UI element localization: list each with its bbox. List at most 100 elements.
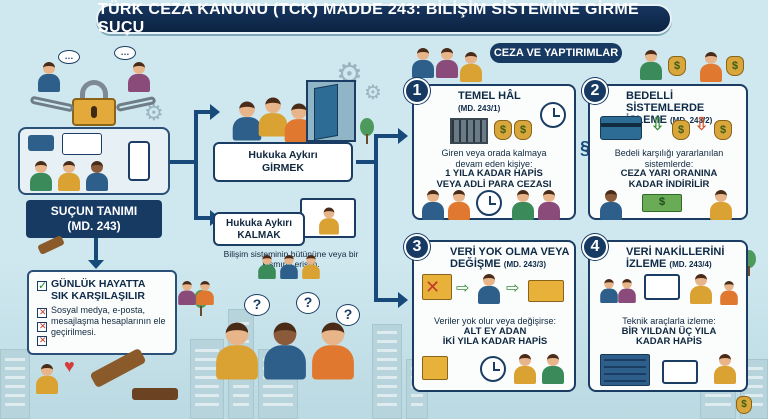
chain-icon xyxy=(29,95,75,113)
card-2-number: 2 xyxy=(582,78,608,104)
person-figure xyxy=(714,354,736,384)
card-3-number: 3 xyxy=(404,234,430,260)
money-bag-icon: $ xyxy=(726,56,744,76)
person-figure xyxy=(448,190,470,220)
arrow-head xyxy=(88,260,104,269)
card-1-text: Giren veya orada kalmaya devam eden kişi… xyxy=(436,148,552,190)
sanction-card-4: VERİ NAKİLLERİNİ İZLEME (MD. 243/4) Tekn… xyxy=(588,240,748,392)
question-bubble-icon: ? xyxy=(244,294,270,316)
stay-title: KALMAK xyxy=(237,230,281,241)
person-figure xyxy=(720,281,738,305)
checkbox-icon xyxy=(37,279,47,292)
person-figure xyxy=(436,48,458,78)
person-figure xyxy=(422,190,444,220)
person-figure xyxy=(38,62,60,92)
person-figure xyxy=(264,322,306,380)
cross-icon xyxy=(37,307,47,318)
phone-icon xyxy=(128,141,150,181)
cross-icon xyxy=(37,321,47,332)
laptop-icon xyxy=(62,133,102,155)
enter-subtitle: Hukuka Aykırı xyxy=(248,149,318,161)
arrow-right-icon: ⇨ xyxy=(456,280,470,297)
card-4-number: 4 xyxy=(582,234,608,260)
sanction-card-3: VERİ YOK OLMA VEYA DEĞİŞME (MD. 243/3) ✕… xyxy=(412,240,576,392)
padlock-icon xyxy=(72,80,116,126)
arrow-down-icon: ⇩ xyxy=(694,114,710,134)
building xyxy=(372,324,402,419)
enter-box: Hukuka Aykırı GİRMEK xyxy=(213,142,353,182)
stay-box: Hukuka Aykırı KALMAK xyxy=(213,212,305,246)
gavel-base xyxy=(132,388,178,400)
definition-title: SUÇUN TANIMI xyxy=(50,204,138,218)
speech-bubble-icon: … xyxy=(114,46,136,60)
money-bag-icon: $ xyxy=(714,120,732,140)
title-banner: TÜRK CEZA KANUNU (TCK) MADDE 243: BİLİŞİ… xyxy=(96,1,672,36)
money-bag-icon: $ xyxy=(672,120,690,140)
page-title: TÜRK CEZA KANUNU (TCK) MADDE 243: BİLİŞİ… xyxy=(98,1,639,36)
money-bag-icon: $ xyxy=(514,120,532,140)
person-figure xyxy=(280,255,298,279)
question-bubble-icon: ? xyxy=(336,304,360,326)
person-figure xyxy=(618,279,636,303)
person-figure xyxy=(512,190,534,220)
tree-icon xyxy=(358,118,376,144)
card-4-text: Teknik araçlarla izleme: BİR YILDAN ÜÇ Y… xyxy=(621,316,717,347)
stay-subtitle: Hukuka Aykırı xyxy=(226,218,292,229)
person-figure xyxy=(258,97,288,137)
question-bubble-icon: ? xyxy=(296,292,320,314)
connector-line xyxy=(374,134,378,302)
person-figure xyxy=(232,101,262,141)
building xyxy=(0,349,30,419)
arrow-down-icon: ⇩ xyxy=(650,114,666,134)
definition-label: SUÇUN TANIMI (MD. 243) xyxy=(26,200,162,238)
speech-bubble-icon: … xyxy=(58,50,80,64)
arrow-head xyxy=(398,292,408,308)
definition-illustration xyxy=(18,127,170,195)
person-figure xyxy=(319,207,339,235)
sanctions-label: CEZA VE YAPTIRIMLAR xyxy=(490,43,622,63)
person-figure xyxy=(128,62,150,92)
person-figure xyxy=(312,322,354,380)
definition-article: (MD. 243) xyxy=(67,219,121,233)
connector-line xyxy=(196,110,212,114)
person-figure xyxy=(196,281,214,305)
gear-icon: ⚙ xyxy=(364,82,382,104)
laptop-icon xyxy=(662,360,698,384)
money-bag-icon: $ xyxy=(668,56,686,76)
person-figure xyxy=(538,190,560,220)
heart-icon: ♥ xyxy=(64,356,75,376)
card-1-number: 1 xyxy=(404,78,430,104)
connector-line xyxy=(194,110,198,220)
door-icon xyxy=(306,80,356,142)
person-figure xyxy=(640,50,662,80)
social-icon xyxy=(28,135,54,151)
card-3-title: VERİ YOK OLMA VEYA DEĞİŞME (MD. 243/3) xyxy=(450,246,570,270)
card-3-text: Veriler yok olur veya değişirse: ALT EY … xyxy=(433,316,557,347)
folder-icon xyxy=(528,280,564,302)
arrow-head xyxy=(210,104,220,120)
person-figure xyxy=(178,281,196,305)
person-figure xyxy=(412,48,434,78)
person-figure xyxy=(302,255,320,279)
paragraph-icon: § xyxy=(580,138,591,158)
person-figure xyxy=(86,161,108,191)
folder-icon xyxy=(422,356,448,380)
card-1-title: TEMEL HÂL (MD. 243/1) xyxy=(458,90,521,113)
daily-life-title: GÜNLÜK HAYATTA SIK KARŞILAŞILIR xyxy=(51,278,146,302)
clock-icon xyxy=(476,190,502,216)
person-figure xyxy=(460,52,482,82)
credit-card-icon xyxy=(600,116,642,140)
gear-icon: ⚙ xyxy=(144,100,164,125)
connector-line xyxy=(196,216,212,220)
monitor-icon xyxy=(644,274,680,300)
person-figure xyxy=(600,190,622,220)
clock-icon xyxy=(540,102,566,128)
person-figure xyxy=(710,190,732,220)
arrow xyxy=(94,238,98,262)
person-figure xyxy=(542,354,564,384)
person-figure xyxy=(30,161,52,191)
connector-line xyxy=(376,298,400,302)
daily-life-text: Sosyal medya, e-posta, mesajlaşma hesapl… xyxy=(51,305,166,337)
connector-line xyxy=(170,160,196,164)
connector-line xyxy=(376,134,400,138)
